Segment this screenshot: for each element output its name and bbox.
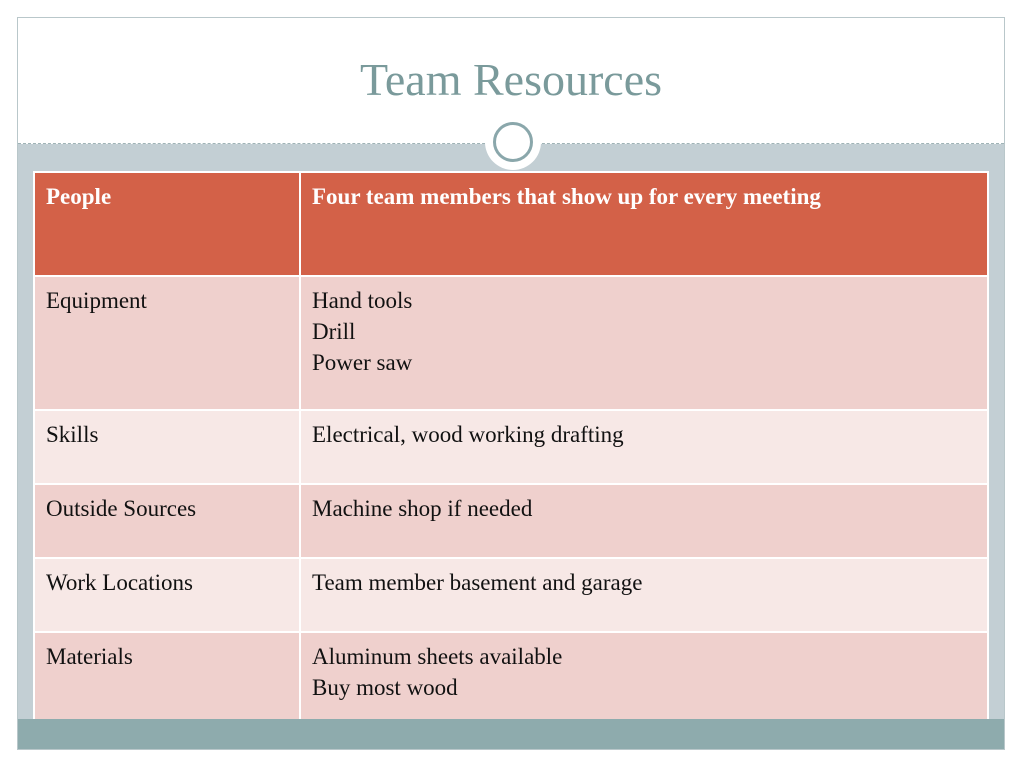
table-row: Equipment Hand tools Drill Power saw <box>33 275 989 411</box>
table-header-row: People Four team members that show up fo… <box>33 171 989 277</box>
table-cell-value: Hand tools Drill Power saw <box>299 275 989 411</box>
cell-line: Electrical, wood working drafting <box>312 422 624 447</box>
table-row: Materials Aluminum sheets available Buy … <box>33 631 989 735</box>
slide-title: Team Resources <box>359 54 663 105</box>
table-cell-value: Machine shop if needed <box>299 483 989 559</box>
table-cell-value: Electrical, wood working drafting <box>299 409 989 485</box>
cell-line: Aluminum sheets available <box>312 644 563 669</box>
cell-line: Team member basement and garage <box>312 570 643 595</box>
bottom-band <box>18 719 1004 749</box>
cell-line: Drill <box>312 319 356 344</box>
circle-ornament-icon <box>485 114 541 170</box>
table-row: Outside Sources Machine shop if needed <box>33 483 989 559</box>
ornament-ring <box>493 122 533 162</box>
table-cell-value: Four team members that show up for every… <box>299 171 989 277</box>
cell-line: Hand tools <box>312 288 413 313</box>
slide-frame: Team Resources People Four team members … <box>17 17 1005 750</box>
resources-table: People Four team members that show up fo… <box>33 171 989 735</box>
table-cell-value: Team member basement and garage <box>299 557 989 633</box>
cell-line: Power saw <box>312 350 413 375</box>
table-cell-label: Outside Sources <box>33 483 301 559</box>
table-cell-label: People <box>33 171 301 277</box>
table-cell-label: Skills <box>33 409 301 485</box>
resources-table-container: People Four team members that show up fo… <box>33 171 989 735</box>
table-row: Work Locations Team member basement and … <box>33 557 989 633</box>
table-cell-label: Equipment <box>33 275 301 411</box>
table-cell-label: Work Locations <box>33 557 301 633</box>
table-cell-value: Aluminum sheets available Buy most wood <box>299 631 989 735</box>
table-row: Skills Electrical, wood working drafting <box>33 409 989 485</box>
cell-line: Machine shop if needed <box>312 496 533 521</box>
cell-line: Buy most wood <box>312 675 458 700</box>
